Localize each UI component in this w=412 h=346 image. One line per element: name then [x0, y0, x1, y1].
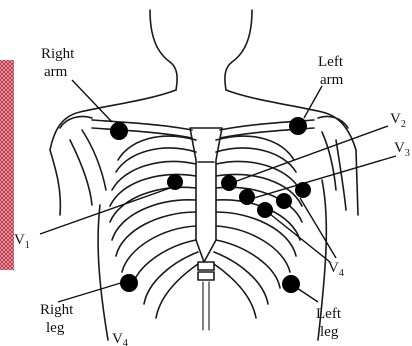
label-v1: V1	[14, 232, 30, 251]
label-v2-sub: 2	[401, 119, 406, 130]
label-v3-sub: 3	[405, 148, 410, 159]
electrode-v6	[295, 182, 311, 198]
electrode-left-arm	[289, 117, 307, 135]
label-v2-main: V	[390, 111, 401, 127]
label-right-arm-line2: arm	[44, 64, 68, 80]
label-v3: V3	[394, 140, 410, 159]
sternum	[190, 128, 222, 280]
head-neck-outline	[150, 10, 252, 90]
electrode-right-arm	[110, 122, 128, 140]
label-v2: V2	[390, 111, 406, 130]
label-left-arm-line1: Left	[318, 54, 344, 70]
ribs-right	[110, 136, 198, 318]
label-left-leg-line2: leg	[320, 324, 339, 340]
label-v1-sub: 1	[25, 240, 30, 251]
electrode-v1	[167, 174, 183, 190]
label-v4-sub: 4	[339, 268, 344, 279]
label-v3-main: V	[394, 140, 405, 156]
label-v4-bottom-main: V	[112, 331, 123, 346]
label-v4-bottom: V4	[112, 331, 128, 346]
electrode-v4	[257, 202, 273, 218]
label-left-leg-line1: Left	[316, 306, 342, 322]
label-right-leg-line1: Right	[40, 302, 74, 318]
label-v4: V4	[328, 260, 344, 279]
electrode-v2	[221, 175, 237, 191]
electrode-v3	[239, 189, 255, 205]
label-v4-main: V	[328, 260, 339, 276]
spine	[203, 282, 209, 330]
electrode-left-leg	[282, 275, 300, 293]
label-left-arm-line2: arm	[320, 72, 344, 88]
label-v1-main: V	[14, 232, 25, 248]
electrodes	[110, 117, 311, 293]
label-right-arm-line1: Right	[41, 46, 75, 62]
label-right-leg-line2: leg	[46, 320, 65, 336]
edge-strip	[0, 60, 14, 270]
electrode-right-leg	[120, 274, 138, 292]
label-v4-bottom-sub: 4	[123, 338, 128, 346]
electrode-v5	[276, 193, 292, 209]
